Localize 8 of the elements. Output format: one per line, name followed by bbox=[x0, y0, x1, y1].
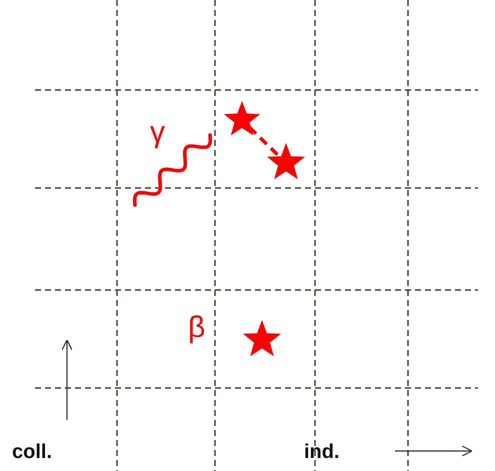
star-icon bbox=[243, 320, 281, 356]
greek-letter: γ bbox=[150, 118, 165, 148]
dashed-line bbox=[248, 126, 280, 157]
axis-label: coll. bbox=[12, 442, 52, 462]
star-icon bbox=[267, 143, 305, 180]
star-icon bbox=[224, 101, 260, 136]
axis-label: ind. bbox=[304, 442, 340, 462]
greek-letter: β bbox=[188, 313, 206, 343]
